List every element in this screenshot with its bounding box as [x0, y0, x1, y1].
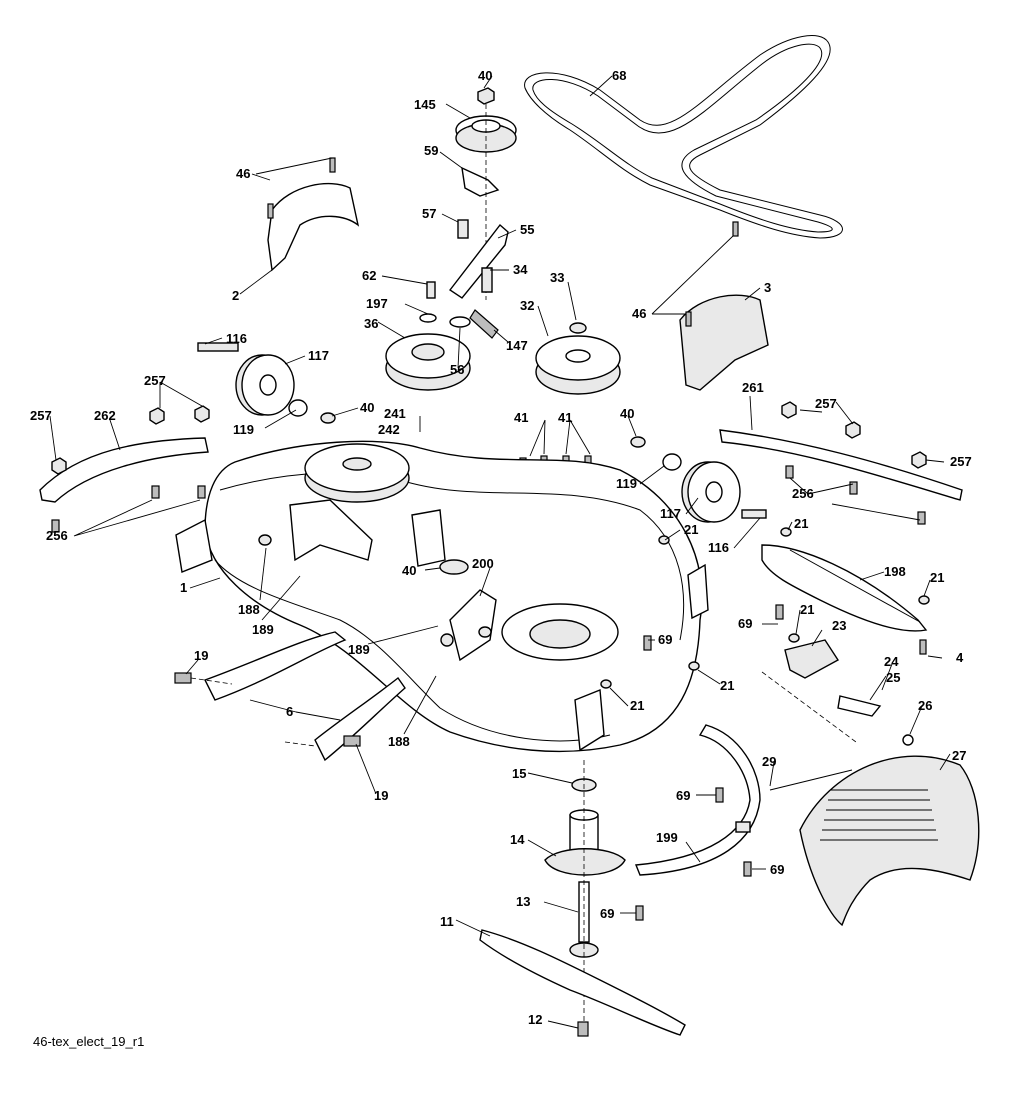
- callout-242: 242: [378, 422, 400, 437]
- callout-69-right: 69: [738, 616, 752, 631]
- callout-189-center: 189: [348, 642, 370, 657]
- callout-2: 2: [232, 288, 239, 303]
- callout-6: 6: [286, 704, 293, 719]
- callout-188-center: 188: [388, 734, 410, 749]
- callout-200: 200: [472, 556, 494, 571]
- callout-24: 24: [884, 654, 899, 669]
- callout-41-b: 41: [558, 410, 572, 425]
- callout-40-center: 40: [402, 563, 416, 578]
- callout-261: 261: [742, 380, 764, 395]
- callout-40-mid-left: 40: [360, 400, 374, 415]
- callout-14: 14: [510, 832, 525, 847]
- mower-deck-1: [175, 440, 709, 753]
- callout-56: 56: [450, 362, 464, 377]
- gauge-wheel-left: [197, 342, 336, 424]
- rear-baffle-199: [635, 724, 761, 876]
- callout-257-right: 257: [950, 454, 972, 469]
- callout-68: 68: [612, 68, 626, 83]
- belt-68: [524, 35, 843, 239]
- callout-69-bottom: 69: [600, 906, 614, 921]
- callout-145: 145: [414, 97, 436, 112]
- callout-21-e: 21: [720, 678, 734, 693]
- callout-3: 3: [764, 280, 771, 295]
- callout-55: 55: [520, 222, 534, 237]
- pulley-32: [535, 322, 621, 395]
- callout-26: 26: [918, 698, 932, 713]
- callout-59: 59: [424, 143, 438, 158]
- callout-69-center: 69: [658, 632, 672, 647]
- callout-117-right: 117: [660, 506, 681, 521]
- callout-21-c: 21: [930, 570, 944, 585]
- callout-11: 11: [440, 914, 454, 929]
- callout-29: 29: [762, 754, 776, 769]
- callout-21-f: 21: [630, 698, 644, 713]
- callout-13: 13: [516, 894, 530, 909]
- callout-4: 4: [956, 650, 964, 665]
- callout-189-left: 189: [252, 622, 274, 637]
- callout-46-right: 46: [632, 306, 646, 321]
- callout-198: 198: [884, 564, 906, 579]
- callout-257-top-right: 257: [815, 396, 837, 411]
- callout-19-top: 19: [194, 648, 208, 663]
- callout-27: 27: [952, 748, 966, 763]
- front-hanger-brackets-6: [174, 631, 406, 762]
- callout-119-right: 119: [616, 476, 637, 491]
- callout-57: 57: [422, 206, 436, 221]
- callout-34: 34: [513, 262, 528, 277]
- callout-197: 197: [366, 296, 388, 311]
- callout-116-right: 116: [708, 540, 729, 555]
- pulley-36: [385, 333, 471, 391]
- parts-drawing: [39, 35, 980, 1037]
- gauge-wheel-right: [630, 436, 767, 523]
- deflector-assembly: [761, 544, 980, 927]
- callout-119-left: 119: [233, 422, 254, 437]
- callout-257-top-left: 257: [144, 373, 166, 388]
- callout-199: 199: [656, 830, 678, 845]
- diagram-id-caption: 46-tex_elect_19_r1: [33, 1034, 145, 1049]
- callout-69-lower: 69: [676, 788, 690, 803]
- idler-arm-55: [419, 219, 509, 339]
- callout-40-top: 40: [478, 68, 492, 83]
- leader-lines: [49, 75, 951, 1029]
- callout-62: 62: [362, 268, 376, 283]
- callouts: 40 68 145 59 46 2 57 55 62 34 197 33 36 …: [30, 68, 972, 1027]
- callout-147: 147: [506, 338, 528, 353]
- callout-262: 262: [94, 408, 116, 423]
- callout-36: 36: [364, 316, 378, 331]
- belt-cover-3: [679, 221, 769, 391]
- spindle-assembly: [544, 760, 626, 1030]
- callout-116-left: 116: [226, 331, 247, 346]
- callout-32: 32: [520, 298, 534, 313]
- callout-41-a: 41: [514, 410, 528, 425]
- callout-15: 15: [512, 766, 526, 781]
- callout-117-left: 117: [308, 348, 329, 363]
- callout-19-bottom: 19: [374, 788, 388, 803]
- callout-1: 1: [180, 580, 187, 595]
- callout-188-left: 188: [238, 602, 260, 617]
- stabilizer-bracket-262: [39, 405, 210, 533]
- callout-12: 12: [528, 1012, 542, 1027]
- callout-25: 25: [886, 670, 900, 685]
- belt-cover-2: [267, 157, 360, 272]
- loose-fasteners: [600, 527, 930, 921]
- callout-256-right: 256: [792, 486, 814, 501]
- stabilizer-bracket-261: [719, 401, 963, 525]
- blade-11: [479, 929, 686, 1037]
- callout-241: 241: [384, 406, 406, 421]
- idler-pulley-assembly: [455, 87, 517, 300]
- callout-21-b: 21: [794, 516, 808, 531]
- callout-46-left: 46: [236, 166, 250, 181]
- callout-23: 23: [832, 618, 846, 633]
- callout-69-bottom-right: 69: [770, 862, 784, 877]
- callout-40-mid-right: 40: [620, 406, 634, 421]
- callout-257-left: 257: [30, 408, 52, 423]
- callout-21-a: 21: [684, 522, 698, 537]
- callout-21-d: 21: [800, 602, 814, 617]
- callout-33: 33: [550, 270, 564, 285]
- callout-256-left: 256: [46, 528, 68, 543]
